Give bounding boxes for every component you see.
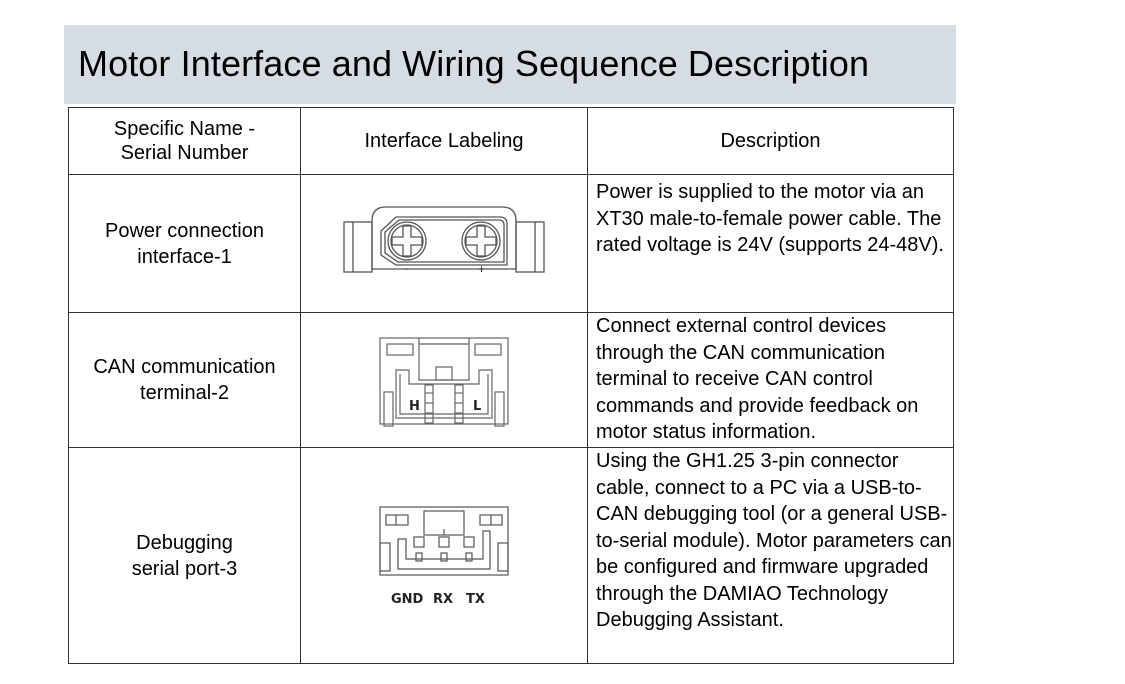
- row-name-line1: CAN communication: [93, 356, 276, 378]
- can-l-label: L: [473, 399, 481, 414]
- table-row: CAN communication terminal-2 H L: [68, 312, 954, 448]
- row-name-line2: serial port-3: [131, 557, 238, 580]
- table-row: Debugging serial port-3 GND RX TX: [68, 447, 954, 664]
- debug-serial-connector-icon: GND RX TX: [379, 505, 509, 607]
- row-name-line2: terminal-2: [140, 382, 229, 404]
- row-image-cell: H L: [300, 312, 588, 448]
- xt30-connector-icon: - +: [343, 205, 545, 276]
- row-image-cell: GND RX TX: [300, 447, 588, 664]
- row-name-cell: Debugging serial port-3: [68, 447, 301, 664]
- page-title: Motor Interface and Wiring Sequence Desc…: [78, 43, 870, 84]
- can-h-label: H: [409, 399, 420, 414]
- table-header-row: Specific Name - Serial Number Interface …: [68, 107, 954, 175]
- row-name-line1: Power connection: [105, 219, 264, 242]
- interface-table: Specific Name - Serial Number Interface …: [68, 107, 954, 664]
- row-image-cell: - +: [300, 174, 588, 313]
- row-name-line2: interface-1: [137, 245, 232, 268]
- row-name-line1: Debugging: [136, 531, 233, 554]
- row-name-cell: Power connection interface-1: [68, 174, 301, 313]
- header-specific-name: Specific Name - Serial Number: [68, 107, 301, 175]
- can-connector-icon: H L: [379, 337, 509, 427]
- row-description: Using the GH1.25 3-pin connector cable, …: [587, 447, 954, 664]
- row-description: Power is supplied to the motor via an XT…: [587, 174, 954, 313]
- row-description: Connect external control devices through…: [587, 312, 954, 448]
- header-interface-labeling: Interface Labeling: [300, 107, 588, 175]
- table-row: Power connection interface-1 - +: [68, 174, 954, 313]
- minus-label: -: [405, 263, 409, 275]
- header-specific-name-text: Specific Name - Serial Number: [113, 118, 256, 164]
- header-description: Description: [587, 107, 954, 175]
- row-name-cell: CAN communication terminal-2: [68, 312, 301, 448]
- plus-label: +: [478, 262, 485, 276]
- tx-label: TX: [466, 592, 485, 607]
- rx-label: RX: [433, 592, 453, 607]
- gnd-label: GND: [391, 592, 424, 607]
- title-band: Motor Interface and Wiring Sequence Desc…: [64, 25, 956, 104]
